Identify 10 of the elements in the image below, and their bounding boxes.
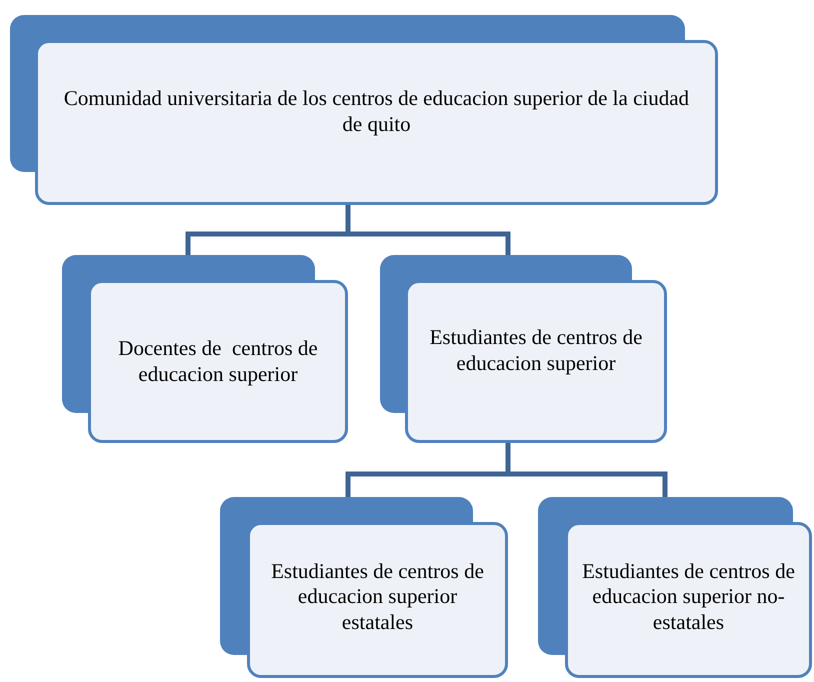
node-text: Estudiantes de centros de educacion superior estatales [270,559,485,635]
node-text: Estudiantes de centros de educacion superior [428,325,644,376]
stacked-card [380,255,667,443]
node-text: Docentes de centros de educacion superior [117,336,319,387]
stacked-card [538,497,812,678]
node-text: Comunidad universitaria de los centros de educacion superior de la ciudad de quito [62,86,690,137]
stacked-card [220,497,508,678]
stacked-card [10,15,718,205]
stacked-card [62,255,348,443]
node-text: Estudiantes de centros de educacion superior no-estatales [582,559,795,635]
